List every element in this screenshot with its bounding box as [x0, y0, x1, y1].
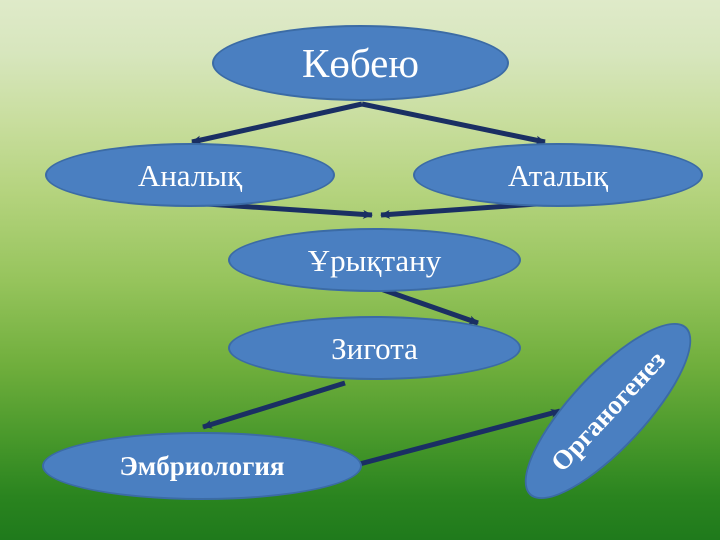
- node-organogenez-label: Органогенез: [544, 344, 671, 477]
- edge-kobeyu-atalyq: [361, 101, 546, 145]
- node-analyq-label: Аналық: [137, 157, 243, 193]
- node-kobeyu[interactable]: Көбею: [212, 25, 509, 101]
- node-organogenez[interactable]: Органогенез: [501, 300, 715, 522]
- node-analyq[interactable]: Аналық: [45, 143, 335, 207]
- node-uryqtanu[interactable]: Ұрықтану: [228, 228, 521, 292]
- node-embriologia-label: Эмбриология: [119, 450, 285, 481]
- node-zigota-label: Зигота: [331, 330, 418, 366]
- edge-zigota-embriologia: [202, 380, 346, 430]
- node-atalyq-label: Аталық: [507, 157, 609, 193]
- node-zigota[interactable]: Зигота: [228, 316, 521, 380]
- edge-kobeyu-analyq: [191, 101, 363, 145]
- node-kobeyu-label: Көбею: [302, 39, 419, 86]
- node-uryqtanu-label: Ұрықтану: [307, 242, 442, 278]
- node-atalyq[interactable]: Аталық: [413, 143, 703, 207]
- node-embriologia[interactable]: Эмбриология: [42, 432, 362, 500]
